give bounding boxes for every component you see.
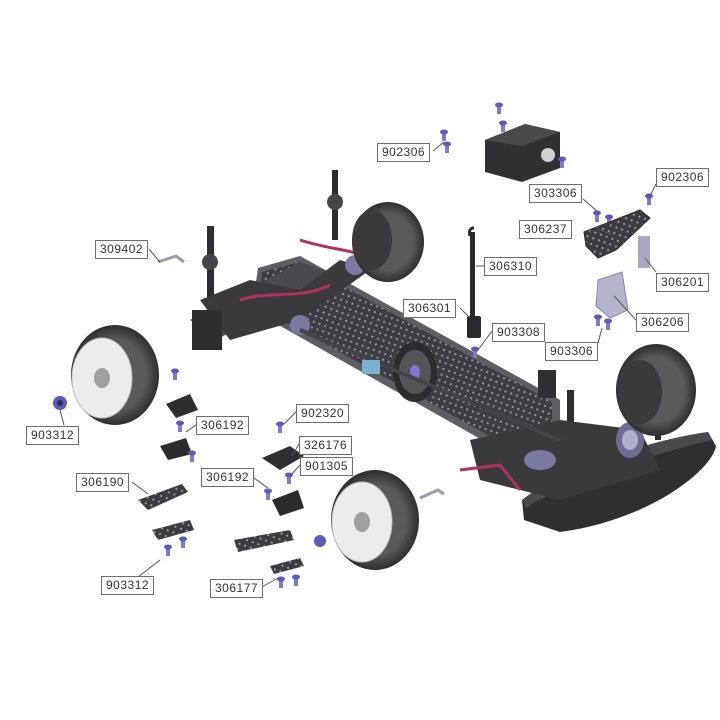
part-label-903312: 903312 <box>101 576 155 595</box>
part-label-306301: 306301 <box>403 299 457 318</box>
part-label-903308: 903308 <box>492 323 546 342</box>
part-label-306177: 306177 <box>210 579 264 598</box>
part-label-306190: 306190 <box>76 473 130 492</box>
part-label-303306: 303306 <box>529 184 583 203</box>
part-label-901305: 901305 <box>300 457 354 476</box>
part-label-306192: 306192 <box>196 416 250 435</box>
part-label-902320: 902320 <box>296 404 350 423</box>
rear-right-wheel <box>352 202 424 282</box>
left-exploded-parts <box>53 368 198 556</box>
antenna-parts <box>467 226 481 358</box>
center-exploded-parts <box>234 421 326 588</box>
servo-mount-parts <box>583 193 653 330</box>
screw-902306-icon <box>440 129 448 141</box>
part-label-903312: 903312 <box>26 426 80 445</box>
front-left-wheel <box>331 470 419 570</box>
part-label-326176: 326176 <box>299 436 353 455</box>
spur-gear <box>299 328 561 442</box>
front-suspension <box>459 360 661 500</box>
servo <box>485 102 566 182</box>
part-label-306206: 306206 <box>636 313 690 332</box>
leader-lines <box>59 141 657 588</box>
clip-front <box>419 488 445 500</box>
part-label-903306: 903306 <box>545 342 599 361</box>
clip-309402 <box>157 254 185 264</box>
part-label-306201: 306201 <box>656 273 710 292</box>
part-label-902306: 902306 <box>377 143 431 162</box>
part-label-902306: 902306 <box>656 168 710 187</box>
part-label-309402: 309402 <box>95 240 149 259</box>
part-label-306310: 306310 <box>484 257 538 276</box>
rear-shock-tower <box>192 170 381 350</box>
part-label-306192: 306192 <box>201 468 255 487</box>
front-right-wheel <box>616 344 696 436</box>
part-label-306237: 306237 <box>519 220 573 239</box>
rear-left-wheel <box>71 325 159 425</box>
